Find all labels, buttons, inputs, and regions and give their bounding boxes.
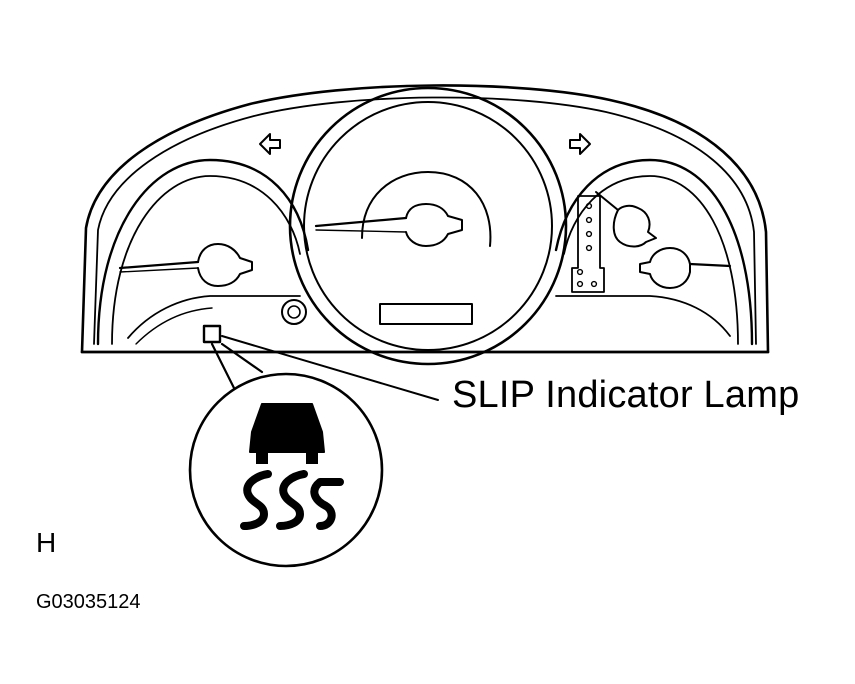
left-gauge [96, 158, 310, 346]
right-gauge [554, 158, 754, 346]
slip-indicator-icon [240, 403, 344, 530]
right-turn-arrow-icon [569, 133, 591, 155]
trip-knob [281, 299, 307, 325]
cluster-housing [80, 84, 770, 354]
left-turn-arrow-icon [259, 133, 281, 155]
slip-indicator-label: SLIP Indicator Lamp [452, 374, 800, 416]
center-gauge [288, 86, 568, 366]
view-letter: H [36, 527, 57, 558]
magnified-view [188, 342, 384, 568]
slip-lamp-marker [202, 324, 222, 344]
leader-line [221, 335, 439, 401]
figure-code: G03035124 [36, 591, 141, 613]
